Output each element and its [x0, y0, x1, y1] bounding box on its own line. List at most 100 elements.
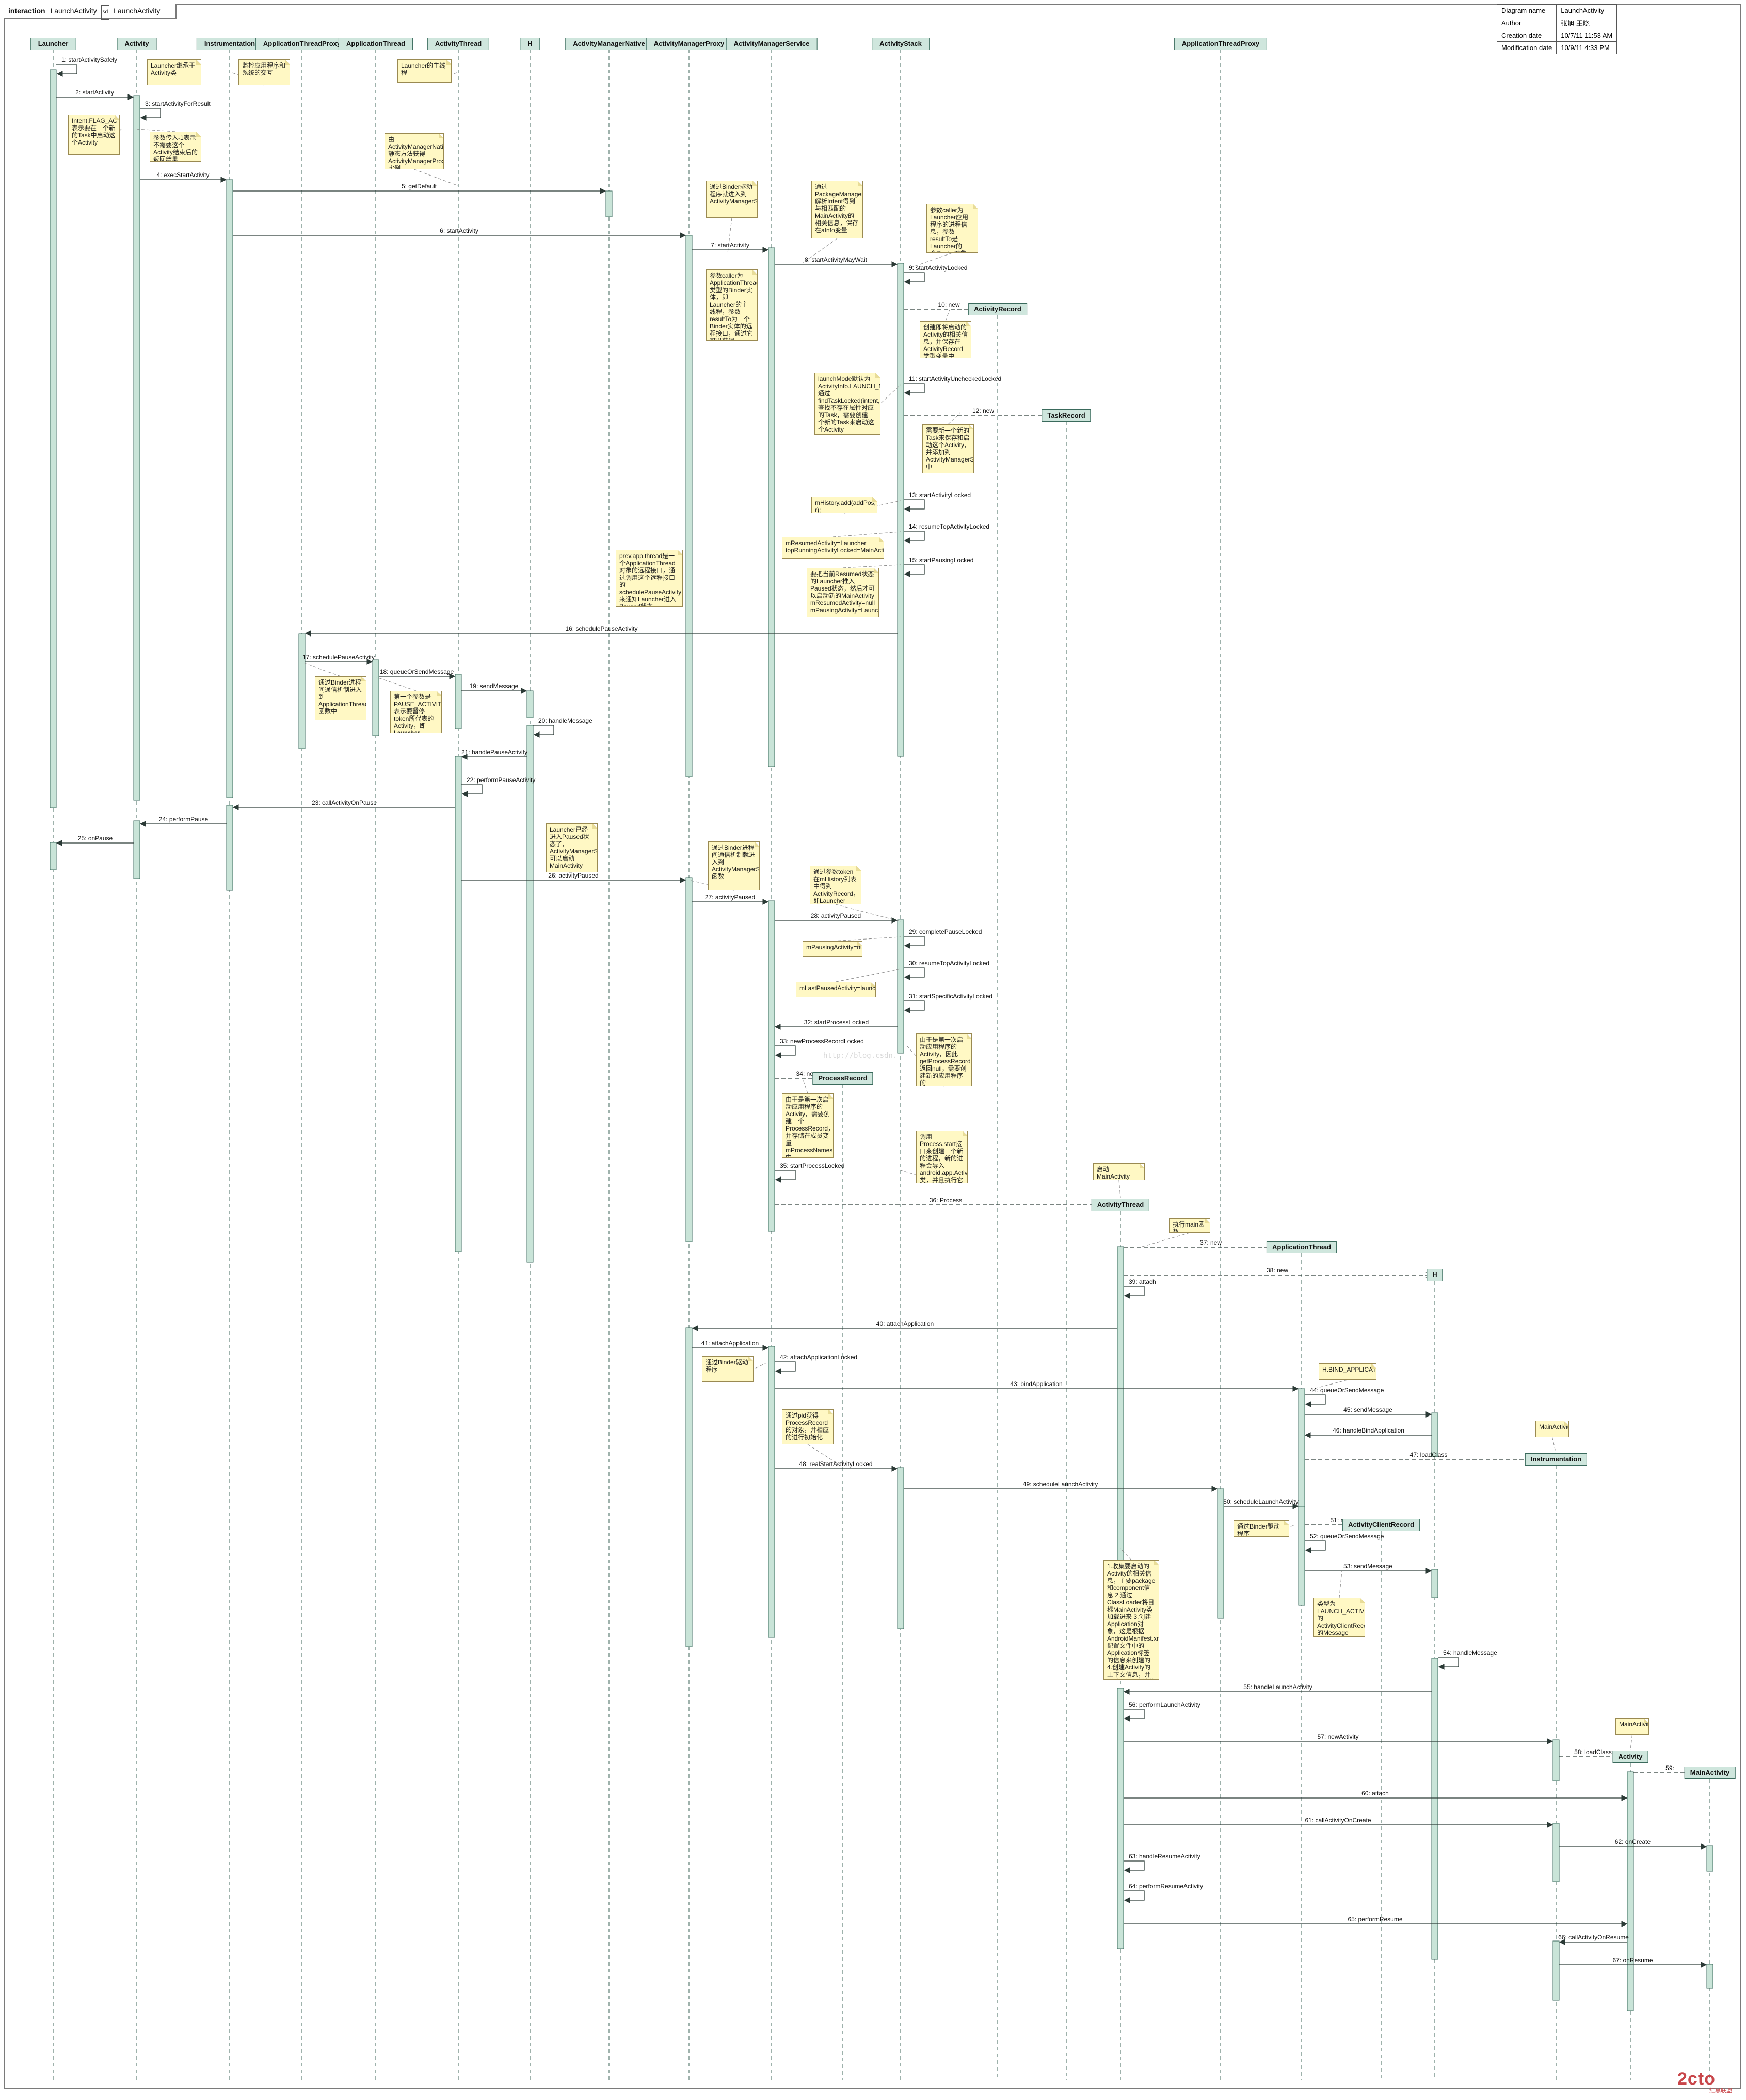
note-anchor-line	[1118, 1180, 1121, 1198]
note-anchor-line	[727, 217, 732, 253]
message-label: 62: onCreate	[1615, 1838, 1651, 1846]
lifeline-header: Activity	[117, 38, 157, 50]
annotation-note: 需要新一个新的Task来保存和启动这个Activity，并添加到Activity…	[922, 424, 974, 473]
activation-bar	[1217, 1488, 1224, 1619]
annotation-note: 要把当前Resumed状态的Launcher推入Paused状态，然后才可以启动…	[807, 568, 879, 617]
annotation-note: 1.收集要启动的Activity的相关信息，主要package和componen…	[1103, 1560, 1159, 1680]
created-object-header: H	[1427, 1269, 1443, 1281]
annotation-note: 由于是第一次启动应用程序的Activity，需要创建一个ProcessRecor…	[782, 1093, 834, 1158]
note-anchor-line	[414, 169, 459, 186]
message-label: 27: activityPaused	[705, 894, 755, 901]
note-anchor-line	[908, 252, 953, 269]
message-label: 66: callActivityOnResume	[1558, 1934, 1629, 1941]
lifeline-header: Instrumentation	[196, 38, 263, 50]
lifeline-header: ActivityThread	[427, 38, 490, 50]
annotation-note: 执行main函数	[1169, 1218, 1210, 1233]
lifeline-header: ApplicationThreadProxy	[255, 38, 349, 50]
message-label: 31: startSpecificActivityLocked	[909, 993, 992, 1000]
self-message-arrow	[775, 1170, 796, 1183]
annotation-note: 通过Binder驱动程序	[702, 1356, 754, 1382]
message-label: 12: new	[972, 407, 994, 415]
activation-bar	[372, 659, 379, 736]
activation-bar	[897, 919, 904, 1054]
self-message-arrow	[904, 1000, 925, 1013]
message-label: 24: performPause	[159, 816, 209, 823]
annotation-note: Launcher已经进入Paused状态了，ActivityManagerSer…	[546, 823, 598, 872]
frame-keyword: interaction	[8, 7, 45, 15]
note-anchor-line	[802, 238, 838, 264]
self-message-arrow	[904, 967, 925, 980]
annotation-note: MainActivity	[1615, 1718, 1649, 1735]
annotation-note: MainActivity	[1535, 1421, 1569, 1437]
message-label: 41: attachApplication	[701, 1340, 759, 1347]
blog-watermark: http://blog.csdn.	[823, 1052, 898, 1060]
message-label: 17: schedulePauseActivity	[302, 654, 375, 661]
self-message-arrow	[904, 499, 925, 512]
self-message-arrow	[533, 725, 554, 738]
annotation-note: mResumedActivity=Launcher topRunningActi…	[782, 537, 884, 559]
self-message-arrow	[1305, 1394, 1326, 1407]
message-label: 39: attach	[1129, 1278, 1156, 1285]
message-label: 29: completePauseLocked	[909, 928, 982, 935]
self-message-arrow	[140, 108, 161, 121]
lifeline-header: ActivityStack	[872, 38, 930, 50]
activation-bar	[1706, 1964, 1713, 1989]
frame-linked-diagram: LaunchActivity	[114, 7, 161, 15]
message-label: 59:	[1665, 1764, 1674, 1772]
self-message-arrow	[1305, 1540, 1326, 1553]
note-anchor-line	[832, 531, 901, 537]
annotation-note: 通过Binder进程间通信机制进入到ApplicationThread.sche…	[315, 676, 366, 720]
note-anchor-line	[802, 1078, 808, 1094]
activation-bar	[1706, 1845, 1713, 1872]
activation-bar	[897, 1467, 904, 1629]
annotation-note: 通过pid获得ProcessRecord的对象，并相应的进行初始化	[782, 1409, 834, 1444]
message-label: 67: onResume	[1612, 1956, 1653, 1964]
annotation-note: 通过Binder驱动程序	[1234, 1520, 1289, 1537]
annotation-note: 调用Process.start接口来创建一个新的进程，新的进程会导入androi…	[916, 1131, 968, 1183]
lifeline-header: ApplicationThreadProxy	[1174, 38, 1268, 50]
activation-bar	[226, 179, 233, 798]
annotation-note: Launcher继承于Activity类	[147, 59, 201, 85]
annotation-note: Intent.FLAG_ACTIVITY_NEW_TASK表示要在一个新的Tas…	[68, 115, 120, 155]
created-object-header: ActivityThread	[1091, 1199, 1150, 1211]
message-label: 18: queueOrSendMessage	[380, 668, 454, 675]
message-label: 45: sendMessage	[1343, 1406, 1392, 1413]
activation-bar	[1431, 1658, 1438, 1960]
note-anchor-line	[832, 936, 901, 942]
self-message-arrow	[904, 531, 925, 544]
message-label: 14: resumeTopActivityLocked	[909, 523, 989, 530]
message-label: 63: handleResumeActivity	[1129, 1853, 1200, 1860]
created-object-header: MainActivity	[1684, 1767, 1736, 1779]
activation-bar	[455, 756, 462, 1252]
annotation-note: 参数caller为ApplicationThread类型的Binder实体，即L…	[706, 269, 758, 341]
created-object-header: ActivityClientRecord	[1342, 1519, 1420, 1531]
created-object-header: TaskRecord	[1042, 409, 1091, 422]
annotation-note: mHistory.add(addPos, r);	[811, 497, 877, 513]
info-key: Diagram name	[1496, 4, 1557, 17]
annotation-note: prev.app.thread是一个ApplicationThread对象的远程…	[616, 550, 683, 607]
activation-bar	[1552, 1739, 1560, 1781]
activation-bar	[298, 633, 306, 749]
info-value: 10/7/11 11:53 AM	[1556, 29, 1617, 42]
annotation-note: 通过Binder驱动程序就进入到ActivityManagerService	[706, 181, 758, 218]
note-anchor-line	[835, 904, 901, 922]
lifeline-header: ActivityManagerProxy	[646, 38, 732, 50]
activation-bar	[768, 247, 775, 767]
lifeline-header: Launcher	[30, 38, 76, 50]
message-label: 30: resumeTopActivityLocked	[909, 960, 989, 967]
activation-bar	[1552, 1940, 1560, 2001]
lifeline-header: H	[520, 38, 540, 50]
message-label: 52: queueOrSendMessage	[1310, 1533, 1384, 1540]
created-object-header: ActivityRecord	[968, 303, 1027, 315]
message-label: 11: startActivityUncheckedLocked	[909, 375, 1001, 383]
note-anchor-line	[842, 564, 901, 568]
message-label: 6: startActivity	[440, 227, 478, 234]
annotation-note: 通过PackageManager解析Intent得到与相匹配的MainActiv…	[811, 181, 863, 238]
message-label: 36: Process	[930, 1197, 962, 1204]
site-logo: 2cto 红黑联盟	[1677, 2069, 1732, 2094]
annotation-note: H.BIND_APPLICATION	[1319, 1363, 1376, 1380]
annotation-note: launchMode默认为ActivityInfo.LAUNCH_MULTIPL…	[814, 373, 880, 435]
interaction-frame	[4, 4, 1741, 2089]
annotation-note: mPausingActivity=null	[803, 941, 862, 957]
